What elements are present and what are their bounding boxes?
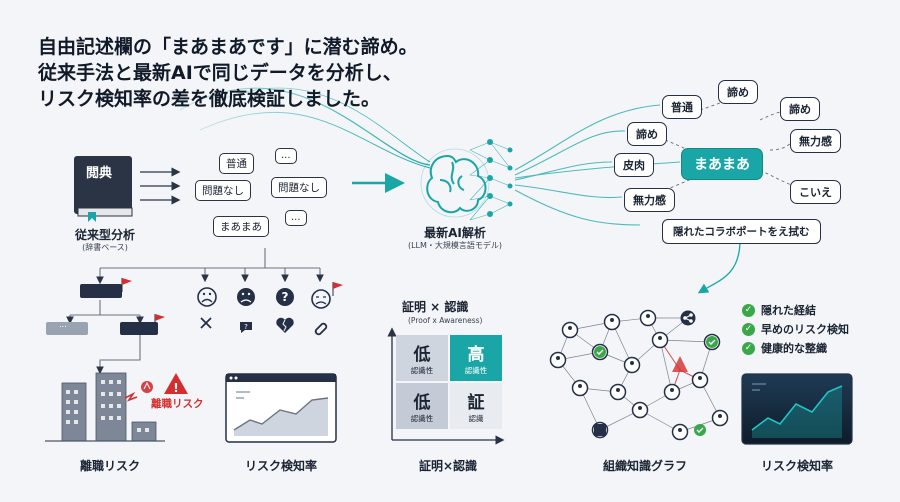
headline-line-1: 自由記述欄の「まあまあです」に潜む諦め。 [38, 36, 418, 58]
brain-icon [426, 154, 487, 214]
ai-bubble-muryokukan-2: 無力感 [624, 188, 675, 212]
ai-bubble-akirame-2: 諦め [780, 97, 820, 121]
graph-caption: 組織知識グラフ [602, 459, 687, 473]
legacy-caption: 従来型分析 [74, 228, 135, 242]
ai-bubble-muryokukan-1: 無力感 [790, 129, 841, 153]
matrix-cell-label: 認識 [468, 414, 484, 423]
legacy-bubble-2: 問題なし [195, 180, 251, 201]
legacy-bubble-3: 問題なし [271, 177, 327, 198]
legacy-bubble-4: まあまあ [213, 216, 269, 237]
svg-text:?: ? [282, 290, 289, 304]
matrix-cell-label: 認識性 [464, 366, 488, 375]
check-icon: ✓ [742, 322, 755, 336]
legacy-ellipsis-1: ... [275, 148, 297, 164]
legend-label: 隠れた経結 [761, 304, 816, 317]
ai-caption-sub: (LLM・大規模言語モデル) [407, 241, 503, 250]
matrix-cell-top-right: 高 認識性 [450, 335, 502, 381]
question-icon: ? [276, 288, 294, 306]
headline-line-2: 従来手法と最新AIで同じデータを分析し、 [38, 62, 402, 84]
risk-label: 離職リスク [151, 398, 204, 410]
ai-chart-caption: リスク検知率 [760, 459, 833, 473]
legacy-ellipsis-2: ... [285, 210, 307, 226]
legend-item-3: ✓ 健康的な整織 [742, 340, 827, 356]
share-icon [683, 313, 693, 323]
bottom-mid-caption: リスク検知率 [244, 459, 317, 473]
matrix-cell-top-left: 低 認識性 [396, 335, 448, 381]
matrix-subtitle: (Proof x Awareness) [408, 316, 483, 325]
matrix-cell-bottom-right: 証 認識 [450, 383, 502, 429]
matrix-cell-value: 低 [413, 345, 431, 365]
ai-caption: 最新AI解析 [424, 226, 486, 240]
sad-face-icon [197, 287, 217, 307]
ai-outcome-box: 隠れたコラボポートをえ拭む [662, 219, 821, 244]
matrix-cell-value: 低 [413, 393, 431, 413]
warning-icon: ! [164, 373, 188, 395]
check-icon: ✓ [742, 341, 755, 355]
legend-item-2: ✓ 早めのリスク検知 [742, 321, 849, 337]
matrix-cell-label: 認識性 [410, 366, 434, 375]
ai-bubble-futsu: 普通 [662, 95, 702, 119]
link-icon: ? [240, 322, 252, 333]
matrix-cell-value: 高 [467, 345, 485, 365]
bottom-left-caption: 離職リスク [79, 459, 140, 473]
ai-bubble-akirame-3: 諦め [627, 122, 667, 146]
ai-bubble-iie: こいえ [790, 180, 841, 204]
matrix-cell-value: 証 [467, 393, 485, 413]
matrix-caption: 証明×認識 [418, 459, 478, 473]
matrix-title: 証明 × 認識 [402, 300, 469, 314]
book-label: 閲典 [86, 166, 113, 181]
legacy-bubble-1: 普通 [219, 153, 254, 174]
legend-label: 早めのリスク検知 [761, 323, 849, 336]
ai-bubble-hiniku: 皮肉 [614, 153, 654, 177]
legacy-caption-sub: (辞書ベース) [82, 243, 128, 252]
matrix-cell-bottom-left: 低 認識性 [396, 383, 448, 429]
svg-text:?: ? [244, 323, 248, 331]
broken-heart-icon [276, 317, 294, 333]
book-icon [74, 156, 133, 222]
legend-label: 健康的な整織 [761, 342, 827, 355]
ai-bubble-akirame-1: 諦め [718, 80, 758, 104]
legend-item-1: ✓ 隠れた経結 [742, 302, 816, 318]
flow-box-ellipsis: ... [59, 320, 67, 329]
ai-center-bubble: まあまあ [681, 148, 763, 180]
headline-line-3: リスク検知率の差を徹底検証しました。 [38, 88, 381, 110]
check-icon: ✓ [742, 303, 755, 317]
svg-text:!: ! [173, 381, 178, 395]
matrix-cell-label: 認識性 [410, 414, 434, 423]
